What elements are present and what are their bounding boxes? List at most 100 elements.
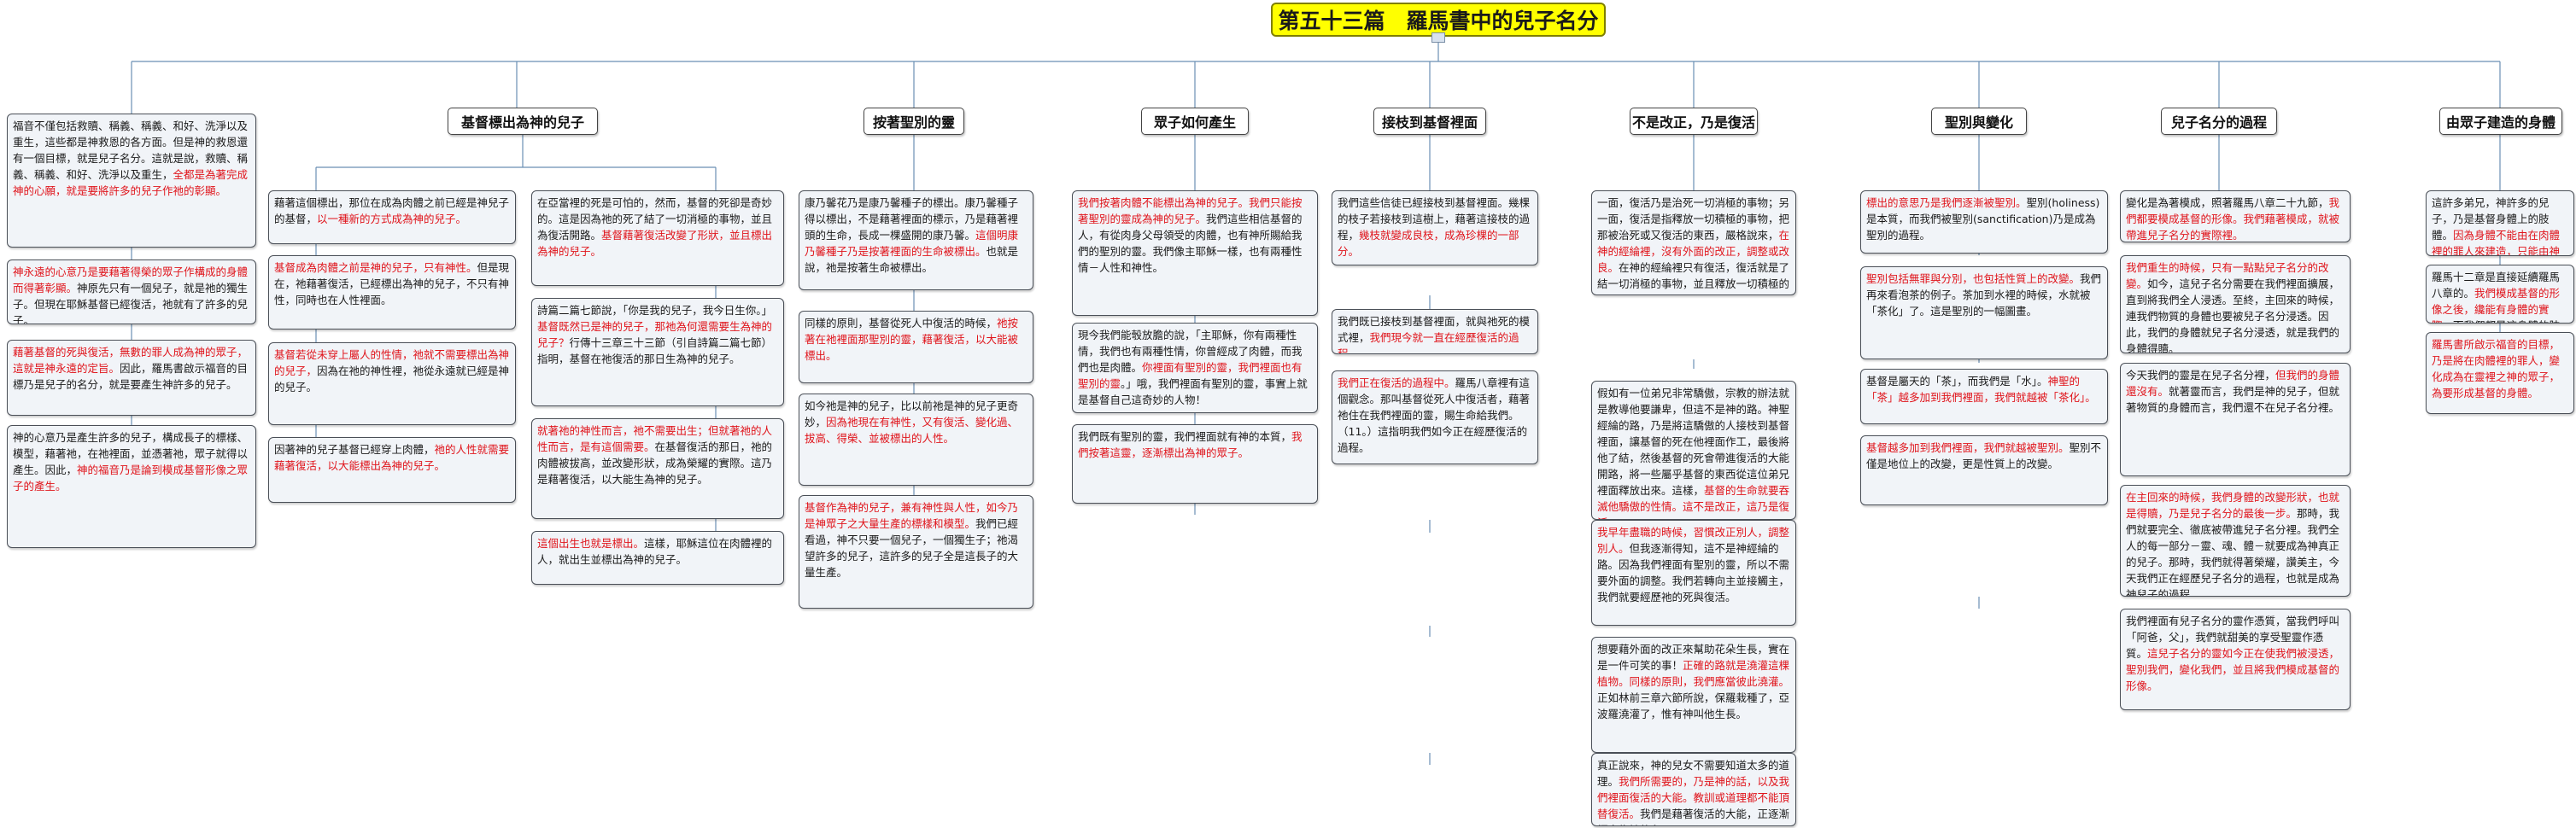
note-card[interactable]: 羅馬書所啟示福音的目標，乃是將在肉體裡的罪人，變化成為在靈裡之神的眾子，為要形成…: [2426, 332, 2574, 414]
note-text: 藉著這個標出，那位在成為肉體之前已經是神兒子的基督，: [274, 196, 510, 225]
note-text: 羅馬書所啟示福音的目標，乃是將在肉體裡的罪人，變化成為在靈裡之神的眾子，為要形成…: [2432, 338, 2561, 399]
note-text: 我們裡面有兒子名分的靈作憑質，當我們呼叫「阿爸，父」，我們就甜美的享受聖靈作憑質…: [2126, 615, 2340, 660]
note-card[interactable]: 基督是屬天的「茶」，而我們是「水」。神聖的「茶」越多加到我們裡面，我們就越被「茶…: [1860, 369, 2108, 424]
note-text: 我們模成基督的形像之後，纔能有身體的實際，: [2432, 287, 2561, 323]
note-card[interactable]: 我們既有聖別的靈，我們裡面就有神的本質，我們按著這靈，逐漸標出為神的眾子。: [1072, 424, 1318, 504]
note-text: 同樣的原則，基督從死人中復活的時候，: [805, 317, 998, 329]
note-card[interactable]: 福音不僅包括救贖、稱義、稱義、和好、洗淨以及重生，這些都是神救恩的各方面。但是神…: [7, 114, 256, 248]
note-text: 以一種新的方式成為神的兒子。: [317, 213, 467, 225]
topic-not-correction-resurrection[interactable]: 不是改正，乃是復活: [1630, 108, 1758, 135]
note-text: 基督既然已是神的兒子，那祂為何還需要生為神的兒子？: [537, 320, 773, 349]
note-card[interactable]: 假如有一位弟兄非常驕傲，宗教的辦法就是教導他要謙卑，但這不是神的路。神聖經綸的路…: [1591, 381, 1796, 520]
note-text: 福音不僅包括救贖、稱義、稱義、和好、洗淨以及重生，這些都是神救恩的各方面。但是神…: [13, 120, 249, 181]
root-topic[interactable]: 第五十三篇 羅馬書中的兒子名分: [1271, 3, 1606, 37]
note-text: 聖別包括無罪與分別，也包括性質上的改變。: [1866, 272, 2081, 285]
note-text: 我早年盡職的時候，習慣改正別人，調整別人。: [1597, 526, 1790, 555]
note-card[interactable]: 藉著這個標出，那位在成為肉體之前已經是神兒子的基督，以一種新的方式成為神的兒子。: [268, 190, 516, 244]
note-text: 正確的路就是澆灌這棵植物。同樣的原則，我們應當彼此澆灌。: [1597, 659, 1790, 688]
note-text: 這兒子名分的靈如今正在使我們被浸透，聖別我們，變化我們，並且將我們模成基督的形像…: [2126, 647, 2340, 692]
note-card[interactable]: 基督成為肉體之前是神的兒子，只有神性。但是現在，祂藉著復活，已經標出為神的兒子，…: [268, 255, 516, 329]
note-text: 今天我們的靈是在兒子名分裡，: [2126, 369, 2276, 382]
note-card[interactable]: 藉著基督的死與復活，無數的罪人成為神的眾子，這就是神永遠的定旨。因此，羅馬書啟示…: [7, 340, 256, 416]
note-text: 也就是說，祂是按著生命被標出。: [805, 245, 1019, 274]
note-text: 因著神的兒子基督已經穿上肉體，: [274, 443, 435, 456]
note-card[interactable]: 羅馬十二章是直接延續羅馬八章的。我們模成基督的形像之後，纔能有身體的實際，而我們…: [2426, 265, 2574, 324]
note-text: 一面，復活乃是治死一切消極的事物；另一面，復活是指釋放一切積極的事物，把那被治死…: [1597, 196, 1790, 242]
note-text: 假如有一位弟兄非常驕傲，宗教的辦法就是教導他要謙卑，但這不是神的路。神聖經綸的路…: [1597, 387, 1790, 497]
note-card[interactable]: 基督越多加到我們裡面，我們就越被聖別。聖別不僅是地位上的改變，更是性質上的改變。: [1860, 435, 2108, 505]
note-text: 神的福音乃是論到模成基督形像之眾子的產生。: [13, 464, 249, 493]
note-text: 基督越多加到我們裡面，我們就越被聖別。: [1866, 441, 2070, 454]
note-card[interactable]: 我們正在復活的過程中。羅馬八章裡有這個觀念。那叫基督從死人中復活者，藉著祂住在我…: [1332, 370, 1538, 464]
note-card[interactable]: 這個出生也就是標出。這樣，耶穌這位在肉體裡的人，就出生並標出為神的兒子。: [531, 531, 784, 585]
note-card[interactable]: 在亞當裡的死是可怕的，然而，基督的死卻是奇妙的。這是因為祂的死了結了一切消極的事…: [531, 190, 784, 286]
note-text: 這個出生也就是標出。: [537, 537, 645, 550]
note-text: 基督作為神的兒子，兼有神性與人性，如今乃是神眾子之大量生產的標樣和模型。: [805, 501, 1019, 530]
note-card[interactable]: 康乃馨花乃是康乃馨種子的標出。康乃馨種子得以標出，不是藉著裡面的標示，乃是藉著裡…: [799, 190, 1033, 290]
note-card[interactable]: 神的心意乃是產生許多的兒子，構成長子的標樣、模型，藉著祂，在祂裡面，並憑著祂，眾…: [7, 425, 256, 548]
note-text: 我們正在復活的過程中。: [1338, 376, 1455, 389]
note-text: 聖別(holiness)是本質，而我們被聖別(sanctification)乃是…: [1866, 196, 2100, 242]
note-text: 我們所需要的，乃是神的話，以及我們裡面復活的大能。教訓或道理都不能頂替復活。: [1597, 775, 1790, 820]
topic-christ-designated[interactable]: 基督標出為神的兒子: [448, 108, 598, 135]
note-text: 但是現在，祂藉著復活，已經標出為神的兒子，不只有神性，同時也在人性裡面。: [274, 261, 510, 306]
note-card[interactable]: 聖別包括無罪與分別，也包括性質上的改變。我們再來看泡茶的例子。茶加到水裡的時候，…: [1860, 266, 2108, 359]
note-text: 基督成為肉體之前是神的兒子，只有神性。: [274, 261, 477, 274]
note-card[interactable]: 同樣的原則，基督從死人中復活的時候，祂按著在祂裡面那聖別的靈，藉著復活，以大能被…: [799, 311, 1033, 383]
collapse-marker-icon[interactable]: [1431, 32, 1445, 43]
note-card[interactable]: 我們既已接枝到基督裡面，就與祂死的模式裡，我們現今就一直在經歷復活的過程。: [1332, 309, 1538, 354]
note-card[interactable]: 詩篇二篇七節說，「你是我的兒子，我今日生你。」基督既然已是神的兒子，那祂為何還需…: [531, 298, 784, 406]
note-text: 幾枝就變成良枝，成為珍棵的一部分。: [1338, 229, 1519, 258]
note-text: 我們按著肉體不能標出為神的兒子。我們只能按著聖別的靈成為神的兒子。: [1078, 196, 1303, 225]
note-text: 在主回來的時候，我們身體的改變形狀，也就是得贖，乃是兒子名分的最後一步。: [2126, 491, 2340, 520]
note-card[interactable]: 就著祂的神性而言，祂不需要出生；但就著祂的人性而言，是有這個需要。在基督復活的那…: [531, 418, 784, 519]
note-text: 標出的意思乃是我們逐漸被聖別。: [1866, 196, 2027, 209]
note-text: 想要藉外面的改正來幫助花朵生長，實在是一件可笑的事！: [1597, 643, 1790, 672]
topic-sanctification-transformation[interactable]: 聖別與變化: [1931, 108, 2027, 135]
topic-body-built-by-sons[interactable]: 由眾子建造的身體: [2439, 108, 2562, 135]
note-card[interactable]: 想要藉外面的改正來幫助花朵生長，實在是一件可笑的事！正確的路就是澆灌這棵植物。同…: [1591, 637, 1796, 753]
note-text: 正如林前三章六節所說，保羅栽種了，亞波羅澆灌了，惟有神叫他生長。: [1597, 691, 1790, 720]
note-card[interactable]: 我們這些信徒已經接枝到基督裡面。幾棵的枝子若接枝到這樹上，藉著這接枝的過程，幾枝…: [1332, 190, 1538, 265]
note-text: 神永遠的心意乃是要藉著得榮的眾子作構成的身體而得著彰顯。: [13, 265, 249, 294]
note-text: 基督若從未穿上屬人的性情，祂就不需要標出為神的兒子，: [274, 348, 510, 377]
note-card[interactable]: 變化是為著模成，照著羅馬八章二十九節，我們都要模成基督的形像。我們藉著模成，就被…: [2120, 190, 2351, 242]
note-text: 羅馬十二章是直接延續羅馬八章的。: [2432, 271, 2561, 300]
note-card[interactable]: 如今祂是神的兒子，比以前祂是神的兒子更奇妙，因為祂現在有神性，又有復活、變化過、…: [799, 394, 1033, 486]
note-text: 這許多弟兄，神許多的兒子，乃是基督身體上的肢體。: [2432, 196, 2550, 242]
note-card[interactable]: 基督作為神的兒子，兼有神性與人性，如今乃是神眾子之大量生產的標樣和模型。我們已經…: [799, 495, 1033, 609]
note-text: 而我們都是這身體的肢體。: [2432, 319, 2560, 323]
note-card[interactable]: 這許多弟兄，神許多的兒子，乃是基督身體上的肢體。因為身體不能由在肉體裡的罪人來建…: [2426, 190, 2574, 256]
note-card[interactable]: 神永遠的心意乃是要藉著得榮的眾子作構成的身體而得著彰顯。神原先只有一個兒子，就是…: [7, 259, 256, 324]
note-text: 我們現今就一直在經歷復活的過程。: [1338, 331, 1519, 354]
note-card[interactable]: 今天我們的靈是在兒子名分裡，但我們的身體還沒有。就著靈而言，我們是神的兒子，但就…: [2120, 363, 2351, 476]
note-card[interactable]: 真正說來，神的兒女不需要知道太多的道理。我們所需要的，乃是神的話，以及我們裡面復…: [1591, 753, 1796, 826]
topic-spirit-of-holiness[interactable]: 按著聖別的靈: [864, 108, 964, 135]
note-text: 我們都要模成基督的形像。我們藉著模成，就被帶進兒子名分的實際裡。: [2126, 196, 2340, 242]
note-text: 因為祂現在有神性，又有復活、變化過、拔高、得榮、並被標出的人性。: [805, 416, 1019, 445]
topic-sons-produced[interactable]: 眾子如何產生: [1141, 108, 1249, 135]
note-text: 我們按著這靈，逐漸標出為神的眾子。: [1078, 430, 1303, 459]
note-text: 基督是屬天的「茶」，而我們是「水」。: [1866, 375, 2048, 388]
note-card[interactable]: 我們按著肉體不能標出為神的兒子。我們只能按著聖別的靈成為神的兒子。我們這些相信基…: [1072, 190, 1318, 316]
note-card[interactable]: 現今我們能彀放膽的說，「主耶穌，你有兩種性情，我們也有兩種性情，你曾經成了肉體，…: [1072, 323, 1318, 413]
note-text: 藉著基督的死與復活，無數的罪人成為神的眾子，這就是神永遠的定旨。: [13, 346, 249, 375]
note-text: 這個明康乃馨種子乃是按著裡面的生命被標出。: [805, 229, 1019, 258]
note-card[interactable]: 在主回來的時候，我們身體的改變形狀，也就是得贖，乃是兒子名分的最後一步。那時，我…: [2120, 485, 2351, 597]
note-text: 祂的人性就需要藉著復活，以大能標出為神的兒子。: [274, 443, 510, 472]
note-card[interactable]: 我們重生的時候，只有一點點兒子名分的改變。如今，這兒子名分需要在我們裡面擴展，直…: [2120, 255, 2351, 353]
note-text: 在亞當裡的死是可怕的，然而，基督的死卻是奇妙的。這是因為祂的死了結了一切消極的事…: [537, 196, 773, 242]
note-card[interactable]: 一面，復活乃是治死一切消極的事物；另一面，復活是指釋放一切積極的事物，把那被治死…: [1591, 190, 1796, 295]
note-text: 在基督復活的那日，祂的肉體被拔高，並改變形狀，成為榮耀的實際。這乃是藉著復活，以…: [537, 440, 773, 486]
note-card[interactable]: 因著神的兒子基督已經穿上肉體，祂的人性就需要藉著復活，以大能標出為神的兒子。: [268, 437, 516, 503]
note-text: 我們既有聖別的靈，我們裡面就有神的本質，: [1078, 430, 1292, 443]
note-card[interactable]: 基督若從未穿上屬人的性情，祂就不需要標出為神的兒子，因為在祂的神性裡，祂從永遠就…: [268, 342, 516, 425]
topic-process-of-sonship[interactable]: 兒子名分的過程: [2161, 108, 2277, 135]
topic-grafted-into-christ[interactable]: 接枝到基督裡面: [1373, 108, 1486, 135]
note-text: 聖別不僅是地位上的改變，更是性質上的改變。: [1866, 441, 2102, 470]
note-card[interactable]: 我早年盡職的時候，習慣改正別人，調整別人。但我逐漸得知，這不是神經綸的路。因為我…: [1591, 520, 1796, 626]
note-card[interactable]: 標出的意思乃是我們逐漸被聖別。聖別(holiness)是本質，而我們被聖別(sa…: [1860, 190, 2108, 254]
note-card[interactable]: 我們裡面有兒子名分的靈作憑質，當我們呼叫「阿爸，父」，我們就甜美的享受聖靈作憑質…: [2120, 609, 2351, 710]
note-text: 如今，這兒子名分需要在我們裡面擴展，直到將我們全人浸透。至終，主回來的時候，連我…: [2126, 277, 2340, 353]
note-text: 這樣，耶穌這位在肉體裡的人，就出生並標出為神的兒子。: [537, 537, 773, 566]
